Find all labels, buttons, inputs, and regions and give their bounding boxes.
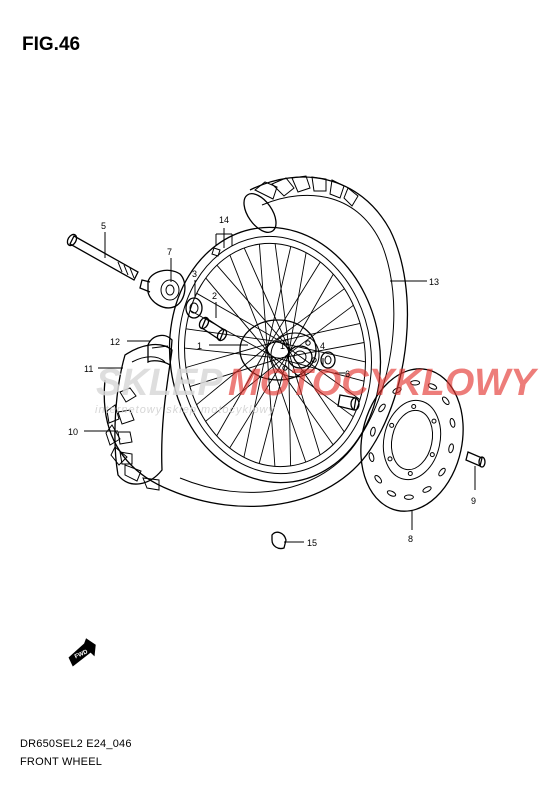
spoke-nipple [211,247,221,257]
spoke [285,344,321,456]
callout-12: 12 [110,337,120,347]
callout-labels: 1 1 2 3 4 5 6 7 8 9 10 11 12 13 14 15 [68,215,476,548]
disc-hole [441,396,450,406]
callout-6: 6 [345,369,350,379]
tire-section [243,193,277,233]
spoke [275,341,366,363]
spoke [243,348,268,458]
callout-11: 11 [84,364,93,374]
disc-hole [410,380,421,386]
disc-hole [448,443,454,454]
disc-bolt-hole [431,418,437,424]
spoke [287,346,292,466]
disc-hole [438,467,446,477]
callout-3: 3 [192,269,197,279]
disc-hole [368,452,375,463]
watermark: SKLEP MOTOCYKLOWY internetowy sklep moto… [95,362,539,416]
disc-hole [370,426,376,437]
front-tire-section [114,343,173,485]
disc-bolt-hole [387,456,393,462]
spoke [185,328,278,343]
speedometer-gearbox [139,269,186,309]
watermark-brand-left: SKLEP [96,362,223,404]
tread-top [254,175,359,207]
spoke [229,254,271,356]
spoke [282,342,365,359]
spoke [269,288,345,346]
disc-bolt-hole [389,422,395,428]
spacer-right [337,394,360,411]
disc-bolt [465,451,486,468]
spoke [288,252,307,352]
spoke [266,246,292,351]
spoke [258,244,269,354]
watermark-tagline: internetowy sklep motocyklowy [95,404,276,416]
bearing-left [185,297,203,319]
spoke [184,347,281,359]
spoke [243,247,289,346]
fwd-badge: FWD [68,638,96,667]
spoke [185,341,275,368]
spoke [279,341,361,400]
disc-bolt-hole [429,452,435,458]
disc-hole [374,474,383,484]
callout-15: 15 [307,538,317,548]
disc-hole [378,403,386,413]
tire [103,175,409,507]
figure-title: FIG.46 [22,34,81,55]
disc-hole [403,494,414,500]
tread-left [105,404,160,491]
spoke [196,343,271,406]
disc-hole [392,387,402,394]
disc-hole [427,383,438,390]
callout-5: 5 [101,221,106,231]
spoke [258,349,290,464]
balance-weight [271,531,287,550]
spoke [274,243,290,349]
callout-1: 1 [280,341,285,351]
rim-band [147,334,173,367]
spacer [198,316,228,342]
spoke [267,261,321,348]
leader-lines [84,228,476,543]
callout-4: 4 [320,341,325,351]
spoke [205,277,273,358]
disc-bolt-hole [411,404,417,409]
spoke [189,310,277,359]
callout-7: 7 [167,247,172,257]
spoke [189,356,284,388]
disc-hole [449,417,456,428]
spoke [205,354,287,422]
callout-10: 10 [68,427,78,437]
spoke [285,304,354,357]
spokes [184,243,366,467]
rim [168,226,382,484]
callout-2: 2 [212,291,217,301]
disc-hole [386,490,397,497]
hub [239,319,320,381]
callout-1-leader: 1 [197,341,202,351]
spoke [270,356,334,446]
fwd-label: FWD [74,649,90,660]
spoke [267,354,307,463]
callout-14: 14 [219,215,229,225]
disc-bolt-hole [407,471,413,476]
diagram-title: FRONT WHEEL [20,756,103,768]
callout-8: 8 [408,534,413,544]
watermark-brand-right: MOTOCYKLOWY [228,362,539,404]
callout-13: 13 [429,277,439,287]
spoke [216,264,286,344]
callout-9: 9 [471,496,476,506]
axle [66,233,139,281]
disc-hole [422,486,432,493]
bearing-right [320,351,336,369]
spoke [229,352,289,449]
model-code: DR650SEL2 E24_046 [20,738,132,750]
brake-disc [360,368,464,512]
spoke [278,357,365,382]
